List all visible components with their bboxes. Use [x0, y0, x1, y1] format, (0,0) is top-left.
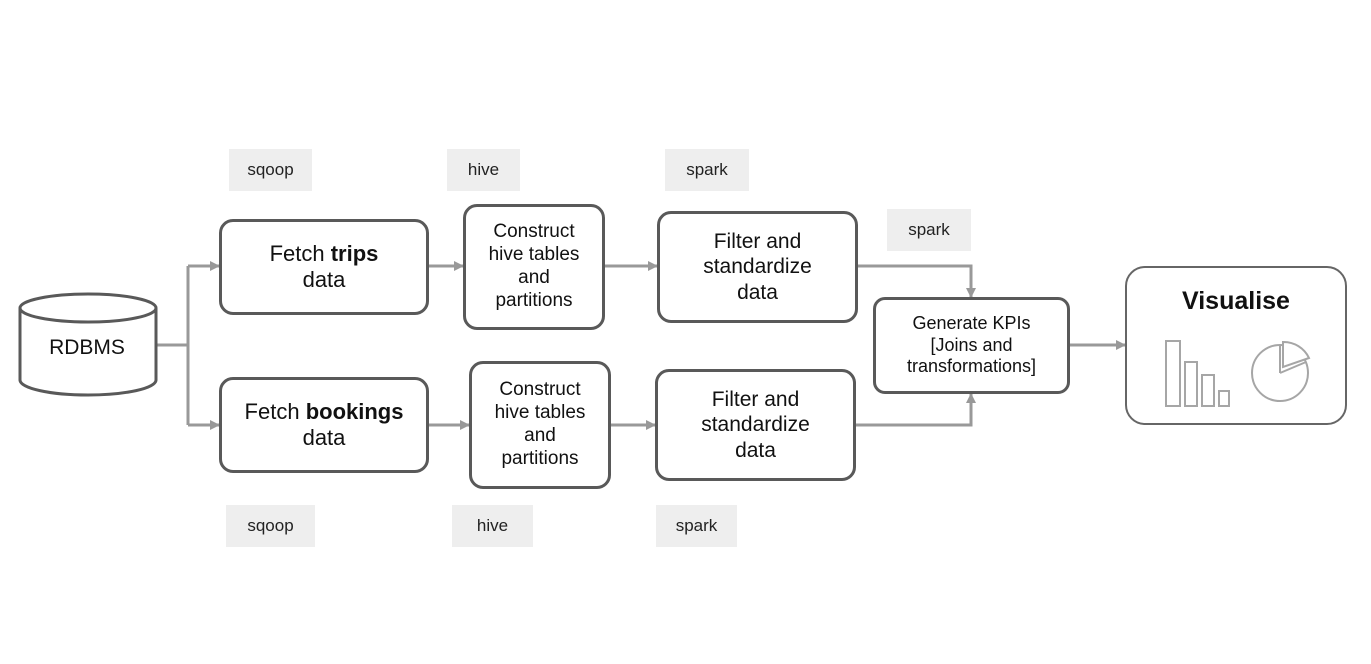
fetch-trips-line-1: Fetch trips: [269, 240, 379, 266]
fetch-trips-line-2: data: [302, 267, 346, 292]
construct-hive-top-box: Construct hive tables and partitions: [463, 204, 605, 330]
tool-tag-spark-kpi: spark: [887, 209, 971, 251]
tool-tag-sqoop-top: sqoop: [229, 149, 312, 191]
filter-standardize-bottom-box: Filter and standardize data: [655, 369, 856, 481]
fetch-bookings-line-2: data: [302, 425, 346, 450]
fetch-trips-box: Fetch trips data: [219, 219, 429, 315]
visualise-title: Visualise: [1182, 287, 1290, 315]
connector-filter-bottom-to-kpi: [855, 393, 976, 427]
pie-chart-icon: [1251, 340, 1311, 402]
generate-kpis-box: Generate KPIs [Joins and transformations…: [873, 297, 1070, 394]
connector-filter-top-to-kpi: [857, 264, 976, 298]
fetch-bookings-box: Fetch bookings data: [219, 377, 429, 473]
tool-tag-hive-bottom: hive: [452, 505, 533, 547]
fetch-bookings-line-1: Fetch bookings: [244, 398, 404, 424]
construct-hive-bottom-box: Construct hive tables and partitions: [469, 361, 611, 489]
tool-tag-spark-bottom: spark: [656, 505, 737, 547]
bar-chart-icon: [1165, 340, 1230, 407]
visualise-icons: [1165, 340, 1311, 407]
database-icon: [18, 292, 158, 397]
filter-standardize-top-box: Filter and standardize data: [657, 211, 858, 323]
visualise-box: Visualise: [1125, 266, 1347, 425]
rdbms-label: RDBMS: [49, 336, 125, 359]
tool-tag-sqoop-bottom: sqoop: [226, 505, 315, 547]
tool-tag-spark-top: spark: [665, 149, 749, 191]
tool-tag-hive-top: hive: [447, 149, 520, 191]
